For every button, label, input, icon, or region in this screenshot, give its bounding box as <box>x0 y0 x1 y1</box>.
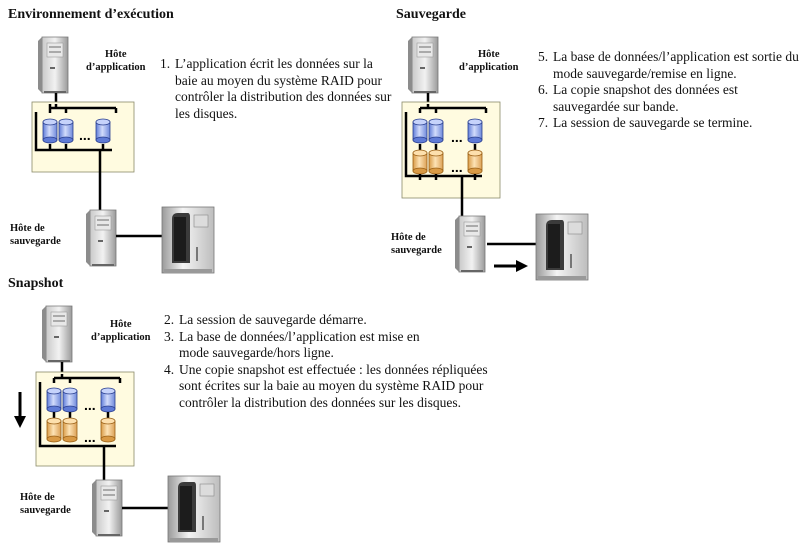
arrow-icon <box>494 260 528 272</box>
disk-ellipsis: ... <box>84 397 96 413</box>
step-6: 6. La copie snapshot des données est sau… <box>538 82 738 114</box>
server-tower-icon <box>407 36 439 94</box>
backup-steps: 5. La base de données/l’application est … <box>538 49 805 132</box>
runtime-diagram: ... <box>31 36 215 274</box>
runtime-title: Environnement d’exécution <box>8 7 174 22</box>
snapshot-title: Snapshot <box>8 276 64 291</box>
orange-disk-icon <box>412 149 428 175</box>
tape-library-icon <box>535 213 589 281</box>
snapshot-steps: 2. La session de sauvegarde démarre. 3. … <box>164 312 509 412</box>
blue-disk-icon <box>62 387 78 413</box>
step-1: 1. L’application écrit les données sur l… <box>160 56 392 121</box>
tape-library-icon <box>161 206 215 274</box>
backup-title: Sauvegarde <box>396 7 466 22</box>
tape-library-icon <box>167 475 221 543</box>
step-3: 3. La base de données/l’application est … <box>164 328 420 361</box>
runtime-steps: 1. L’application écrit les données sur l… <box>160 56 395 122</box>
disk-ellipsis: ... <box>451 129 463 145</box>
disk-ellipsis: ... <box>451 159 463 175</box>
blue-disk-icon <box>95 118 111 144</box>
disk-ellipsis: ... <box>79 127 91 143</box>
orange-disk-icon <box>428 149 444 175</box>
server-tower-icon <box>454 215 486 273</box>
server-tower-icon <box>91 479 123 537</box>
server-tower-icon <box>41 305 73 363</box>
server-tower-icon <box>85 209 117 267</box>
blue-disk-icon <box>467 118 483 144</box>
snapshot-diagram: ... ... <box>14 305 221 543</box>
step-5: 5. La base de données/l’application est … <box>538 49 799 81</box>
disk-ellipsis: ... <box>84 429 96 445</box>
blue-disk-icon <box>46 387 62 413</box>
orange-disk-icon <box>100 417 116 443</box>
server-tower-icon <box>37 36 69 94</box>
orange-disk-icon <box>62 417 78 443</box>
blue-disk-icon <box>58 118 74 144</box>
blue-disk-icon <box>100 387 116 413</box>
step-4: 4. Une copie snapshot est effectuée : le… <box>164 361 488 410</box>
step-2: 2. La session de sauvegarde démarre. <box>164 312 367 327</box>
blue-disk-icon <box>428 118 444 144</box>
orange-disk-icon <box>46 417 62 443</box>
step-7: 7. La session de sauvegarde se termine. <box>538 115 753 131</box>
backup-diagram: ... ... <box>401 36 589 281</box>
blue-disk-icon <box>42 118 58 144</box>
arrow-icon <box>14 392 26 428</box>
orange-disk-icon <box>467 149 483 175</box>
blue-disk-icon <box>412 118 428 144</box>
